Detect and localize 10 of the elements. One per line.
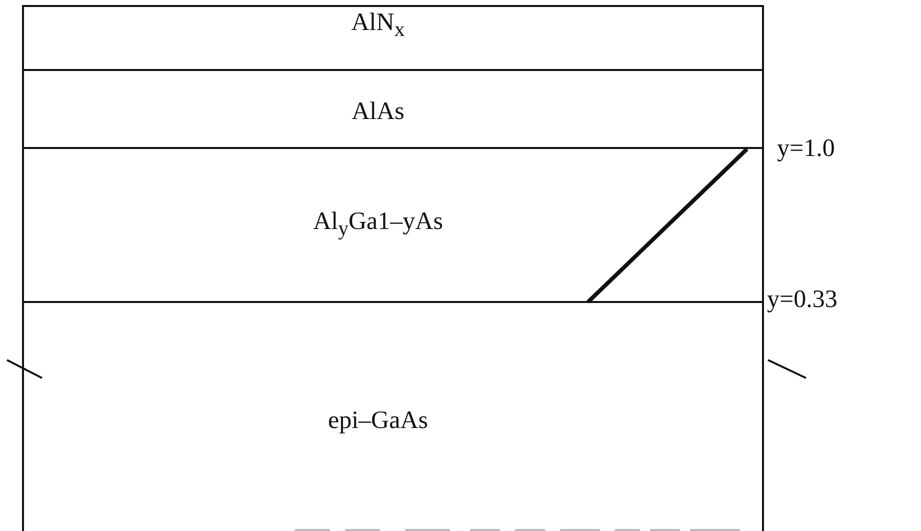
layer-label: epi–GaAs <box>328 407 428 435</box>
layer-band <box>22 301 764 531</box>
layer-label: Al$_{y}$Ga1–yAs <box>313 208 443 241</box>
layer-band <box>22 5 764 71</box>
layer-band <box>22 147 764 303</box>
composition-label: y=0.33 <box>767 286 838 314</box>
layer-label: AlAs <box>352 98 404 126</box>
layer-label: AlN$_{x}$ <box>351 9 405 42</box>
layer-band <box>22 69 764 149</box>
composition-label: y=1.0 <box>777 135 835 163</box>
